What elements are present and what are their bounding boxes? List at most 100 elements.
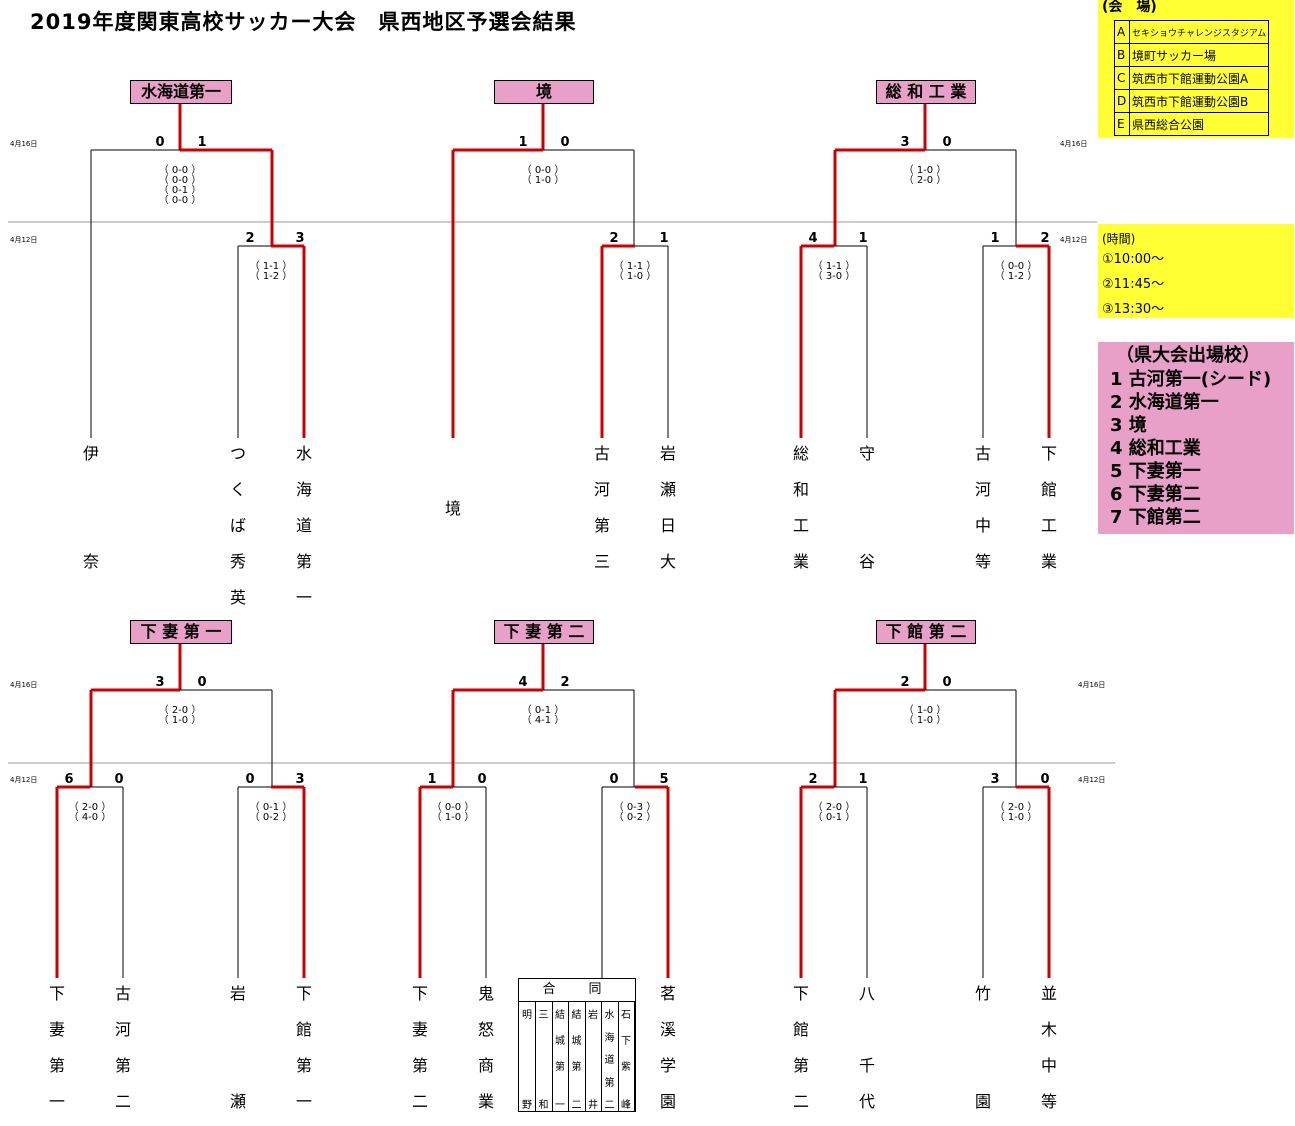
joint-team-char: 一 [555,1100,565,1111]
team-char: 境 [444,499,461,518]
score: 2 [900,675,910,690]
winner-box: 境 [494,80,594,104]
score: 2 [1040,231,1050,246]
score: 3 [155,675,165,690]
team-char: 鬼 [477,984,494,1003]
team-char: 竹 [974,984,991,1003]
venue-key: B [1114,43,1130,67]
joint-team-char: 水 [604,1010,615,1021]
team-char: 怒 [477,1020,494,1039]
venue-key: D [1114,89,1130,113]
score: 3 [295,231,305,246]
pk-score: （ 0-1 ） （ 4-1 ） [521,705,565,726]
joint-team-school: 水海道第二 [602,1002,619,1111]
winner-box: 総 和 工 業 [876,80,976,104]
advancing-item: 7 下館第二 [1110,507,1201,528]
team-char: 溪 [659,1020,676,1039]
team-char: 園 [659,1092,676,1111]
team-char: 妻 [48,1020,65,1039]
date-label: 4月16日 [10,140,38,148]
joint-team-school: 石下紫峰 [618,1002,635,1111]
score: 1 [427,772,437,787]
joint-team-char: 二 [604,1100,615,1111]
joint-team-char: 紫 [621,1062,631,1073]
score: 1 [990,231,1000,246]
joint-team-char: 井 [588,1100,598,1111]
team-char: 下 [792,984,809,1003]
joint-team-school: 岩井 [585,1002,602,1111]
venue-name: 県西総合公園 [1128,112,1270,136]
team-char: 第 [411,1056,428,1075]
time-slot-1: ①10:00～ [1102,252,1165,267]
team-char: 古 [974,444,991,463]
team-char: ば [229,516,246,535]
score: 2 [808,772,818,787]
pk-score: （ 1-1 ） （ 3-0 ） [812,261,856,282]
venue-key: C [1114,66,1130,90]
team-char: 古 [114,984,131,1003]
team-char: 一 [295,1092,312,1111]
team-char: 館 [295,1020,312,1039]
joint-team-char: 三 [538,1010,549,1021]
team-char: 中 [974,516,991,535]
date-label: 4月12日 [1078,776,1106,784]
time-slot-3: ③13:30～ [1102,302,1165,317]
score: 0 [114,772,124,787]
pk-score: （ 0-0 ） （ 1-0 ） [521,165,565,186]
date-label: 4月16日 [1060,140,1088,148]
pk-score: （ 2-0 ） （ 1-0 ） [158,705,202,726]
pk-score: （ 0-1 ） （ 0-2 ） [249,802,293,823]
time-panel: (時間) ①10:00～ ②11:45～ ③13:30～ [1098,224,1294,318]
score: 1 [858,231,868,246]
pk-score: （ 0-0 ） （ 1-2 ） [994,261,1038,282]
pk-score: （ 0-0 ） （ 1-0 ） [431,802,475,823]
team-char: 代 [858,1092,875,1111]
team-char: 第 [295,1056,312,1075]
team-char: 海 [295,480,312,499]
joint-team-char: 第 [571,1062,582,1073]
score: 5 [659,772,669,787]
team-char: 二 [792,1092,809,1111]
team-char: 学 [659,1056,676,1075]
pk-score: （ 2-0 ） （ 1-0 ） [994,802,1038,823]
team-char: 館 [792,1020,809,1039]
score: 0 [942,135,952,150]
joint-team-char: 二 [571,1100,582,1111]
page-title: 2019年度関東高校サッカー大会 県西地区予選会結果 [30,10,577,34]
score: 4 [808,231,818,246]
team-char: 業 [792,552,809,571]
team-char: 下 [48,984,65,1003]
date-label: 4月16日 [10,681,38,689]
joint-team-char: 峰 [621,1100,631,1111]
joint-team-char: 和 [538,1100,549,1111]
team-char: 二 [114,1092,131,1111]
team-char: 秀 [229,552,246,571]
score: 3 [990,772,1000,787]
joint-team-school: 三和 [536,1002,553,1111]
winner-box: 下 館 第 二 [876,620,976,644]
advancing-title: （県大会出場校） [1116,345,1260,366]
team-char: 瀬 [229,1092,246,1111]
joint-team-char: 道 [604,1055,615,1066]
score: 6 [64,772,74,787]
winner-box: 水海道第一 [130,80,232,104]
team-char: 商 [477,1056,494,1075]
joint-team-header: 合 同 [519,979,635,1002]
joint-team-char: 第 [604,1077,615,1089]
score: 4 [518,675,528,690]
advancing-item: 5 下妻第一 [1110,461,1201,482]
pk-score: （ 2-0 ） （ 4-0 ） [68,802,112,823]
pk-score: （ 1-1 ） （ 1-2 ） [249,261,293,282]
venue-name: セキショウチャレンジスタジアム [1128,20,1270,44]
team-char: 等 [1040,1092,1057,1111]
team-char: 瀬 [659,480,676,499]
score: 1 [518,135,528,150]
